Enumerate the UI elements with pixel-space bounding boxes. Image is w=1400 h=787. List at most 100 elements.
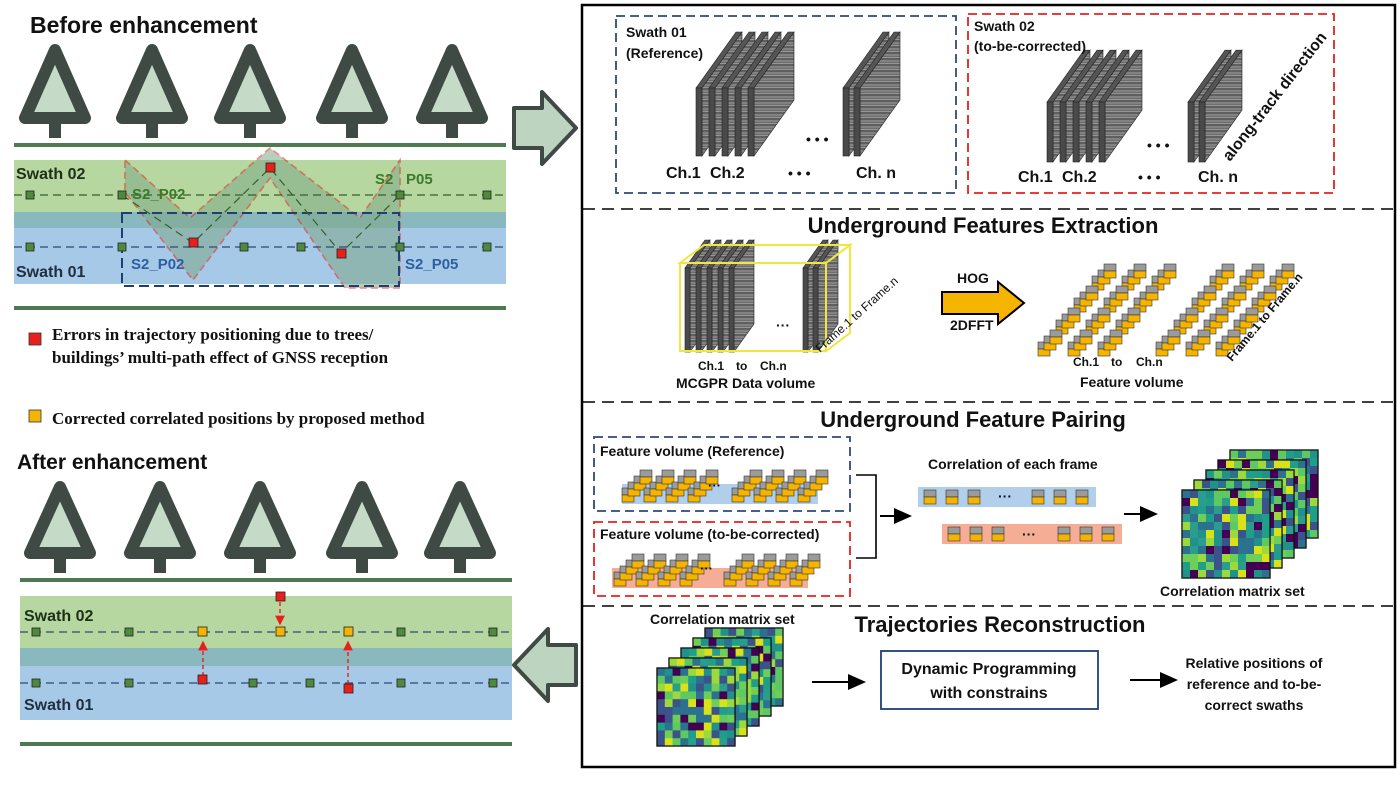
corr-matrix-cell [1310,458,1319,467]
corr-matrix-cell [1246,490,1255,499]
fv-ref-cell-grey [661,469,675,478]
radargram-slab-front [1059,101,1067,163]
corr-matrix-cell [1262,498,1271,507]
corr-cor-cell-yellow [969,533,983,542]
swath01-title-b: (Reference) [626,45,703,61]
corr-matrix-2-cell [684,658,693,667]
corr-matrix-cell [1206,562,1215,571]
feature-cell-grey [1197,329,1211,338]
radargram-slab-front [1046,101,1054,163]
feature-cell-yellow [1085,292,1099,301]
corr-matrix-cell [1254,570,1263,579]
corr-matrix-cell [1262,554,1271,563]
legend-error-marker [28,332,42,346]
corr-matrix-2-cell [763,638,772,647]
corr-matrix-2-cell [703,691,712,700]
corr-matrix-2-cell [693,638,702,647]
feature-cell-yellow [1109,336,1123,345]
corr-matrix-2-cell [664,699,673,708]
corr-matrix-cell [1298,476,1307,485]
fv-cor-cell-grey [785,553,799,562]
feature-cell-yellow [1103,270,1117,279]
legend-error-line2: buildings’ multi-path effect of GNSS rec… [52,348,389,367]
corr-matrix-cell [1254,498,1263,507]
corr-matrix-cell [1214,554,1223,563]
fv-cor-cell-yellow [785,560,799,569]
corr-matrix-2-cell [672,683,681,692]
corr-matrix-2-cell [688,668,697,677]
corr-matrix-2-cell [696,707,705,716]
corr-matrix-cell [1222,522,1231,531]
corr-matrix-2-cell [672,691,681,700]
corr-matrix-cell [1302,450,1311,459]
tree-icon [316,44,388,138]
corr-matrix-cell [1274,504,1283,513]
corr-matrix-2-cell [711,699,720,708]
corr-matrix-2-cell [711,722,720,731]
legend-corrected: Corrected correlated positions by propos… [52,409,425,428]
corr-matrix-2-cell [711,668,720,677]
corr-matrix-cell [1238,554,1247,563]
corr-matrix-2-cell [672,738,681,747]
tree-icon [326,481,398,573]
feature-cell-yellow [1197,336,1211,345]
corr-matrix-2-cell [747,638,756,647]
corr-matrix-2-cell [727,675,736,684]
corr-matrix-cell [1238,470,1247,479]
swath02-ch1: Ch.1 [1018,169,1053,186]
radargram-stack-swath02 [1046,49,1243,163]
fv-ref-cell-yellow [661,476,675,485]
tree-icon [416,44,488,138]
corr-cor-cell-grey [947,526,961,535]
fv-ref-cell-yellow [749,476,763,485]
corr-cor-cell-grey [1101,526,1115,535]
corr-matrix-cell [1182,522,1191,531]
feature-cell-grey [1281,263,1295,272]
feature-cell-yellow [1203,292,1217,301]
corr-matrix-cell [1298,508,1307,517]
corr-matrix-2-cell [727,722,736,731]
hog-fft-arrow-icon [941,279,1026,327]
corr-ref-cell-grey [1053,489,1067,498]
corr-matrix-cell [1182,554,1191,563]
corr-matrix-2-cell [711,683,720,692]
corr-matrix-2-cell [680,730,689,739]
radargram-slab-front [842,87,850,157]
corr-matrix-2-cell [657,730,666,739]
corr-matrix-2-cell [719,722,728,731]
tree-icon [224,481,296,573]
corr-matrix-2-cell [763,645,772,654]
corr-matrix-cell [1298,492,1307,501]
correlation-matrix-stack-2 [656,627,784,747]
corr-matrix-cell [1190,522,1199,531]
corr-matrix-cell [1274,480,1283,489]
swath01-title-a: Swath 01 [626,24,687,40]
corr-matrix-2-cell [680,722,689,731]
corr-matrix-2-cell [696,691,705,700]
corr-matrix-cell [1182,498,1191,507]
corr-matrix-cell [1214,522,1223,531]
feature-volume-grid [1037,263,1295,357]
fv-ref-cell-yellow [815,476,829,485]
feature-cell-grey [1109,329,1123,338]
corr-matrix-2-cell [664,714,673,723]
swath02-dots: • • • [1138,169,1161,185]
fv-reference-box [593,436,851,512]
corr-matrix-cell [1198,570,1207,579]
corr-matrix-2-cell [696,738,705,747]
corr-matrix-2-cell [664,707,673,716]
feature-cell-grey [1233,285,1247,294]
feature-cell-yellow [1079,336,1093,345]
corr-matrix-2-cell [688,699,697,708]
corr-matrix-cell [1190,570,1199,579]
corr-matrix-2-cell [688,648,697,657]
corr-matrix-cell [1254,554,1263,563]
corr-matrix-2-cell [775,635,784,644]
corr-matrix-cell [1230,554,1239,563]
corr-cor-cell-grey [969,526,983,535]
swath01-box [615,15,957,194]
corr-matrix-cell [1274,552,1283,561]
corr-matrix-cell [1262,522,1271,531]
result-line1: Relative positions of [1186,655,1323,671]
feature-cell-grey [1079,329,1093,338]
